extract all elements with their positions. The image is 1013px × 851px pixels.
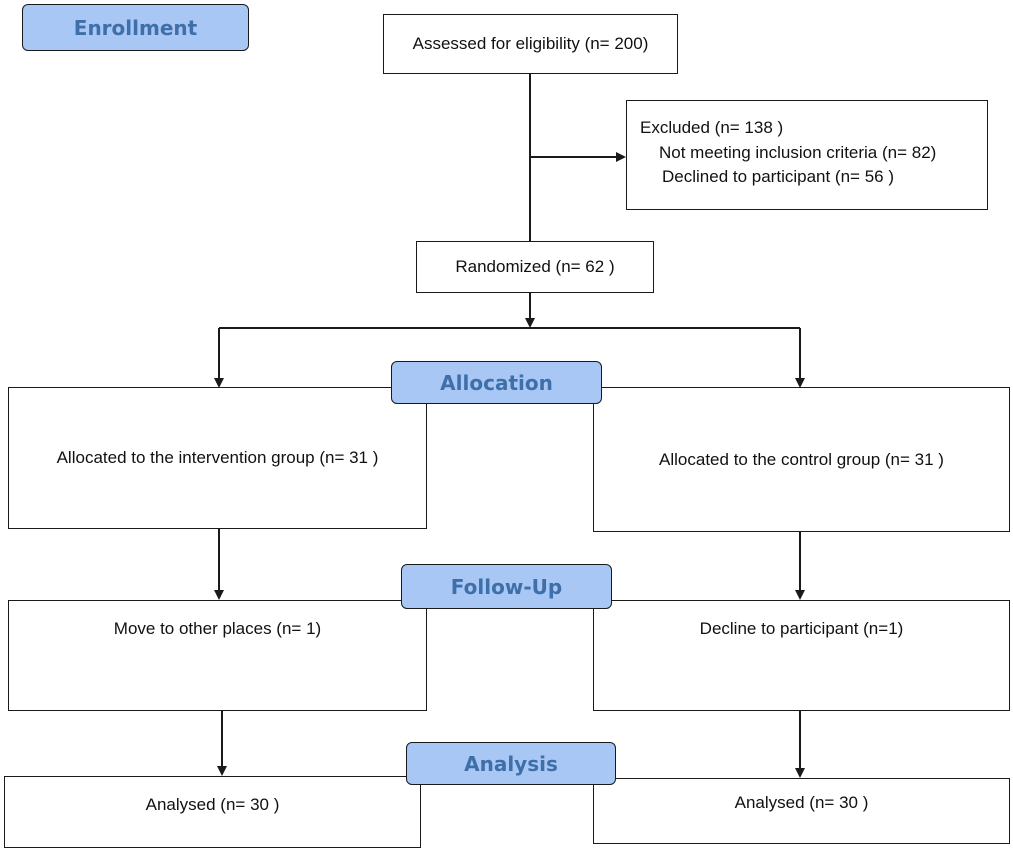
intervention-followup-text: Move to other places (n= 1) xyxy=(113,619,322,638)
intervention-analysis-text: Analysed (n= 30 ) xyxy=(145,795,280,814)
control-followup-text: Decline to participant (n=1) xyxy=(699,619,904,638)
intervention-followup-box: Move to other places (n= 1) xyxy=(8,600,427,711)
excluded-title: Excluded (n= 138 ) xyxy=(640,118,784,137)
intervention-allocation-text: Allocated to the intervention group (n= … xyxy=(56,448,379,467)
stage-allocation-label: Allocation xyxy=(391,361,602,404)
assessed-box: Assessed for eligibility (n= 200) xyxy=(383,14,678,74)
randomized-text: Randomized (n= 62 ) xyxy=(455,257,615,276)
stage-follow-up-label: Follow-Up xyxy=(401,564,612,609)
assessed-text: Assessed for eligibility (n= 200) xyxy=(412,34,649,53)
control-analysis-text: Analysed (n= 30 ) xyxy=(734,793,869,812)
randomized-box: Randomized (n= 62 ) xyxy=(416,241,654,293)
excluded-item-declined: Declined to participant (n= 56 ) xyxy=(662,167,894,186)
control-analysis-box: Analysed (n= 30 ) xyxy=(593,778,1010,844)
excluded-item-inclusion: Not meeting inclusion criteria (n= 82) xyxy=(659,143,937,162)
stage-enrollment-label: Enrollment xyxy=(22,4,249,51)
intervention-allocation-box: Allocated to the intervention group (n= … xyxy=(8,387,427,529)
control-allocation-box: Allocated to the control group (n= 31 ) xyxy=(593,387,1010,532)
intervention-analysis-box: Analysed (n= 30 ) xyxy=(4,776,421,848)
stage-analysis-label: Analysis xyxy=(406,742,616,785)
control-followup-box: Decline to participant (n=1) xyxy=(593,600,1010,711)
excluded-box: Excluded (n= 138 ) Not meeting inclusion… xyxy=(626,100,988,210)
control-allocation-text: Allocated to the control group (n= 31 ) xyxy=(659,449,944,469)
